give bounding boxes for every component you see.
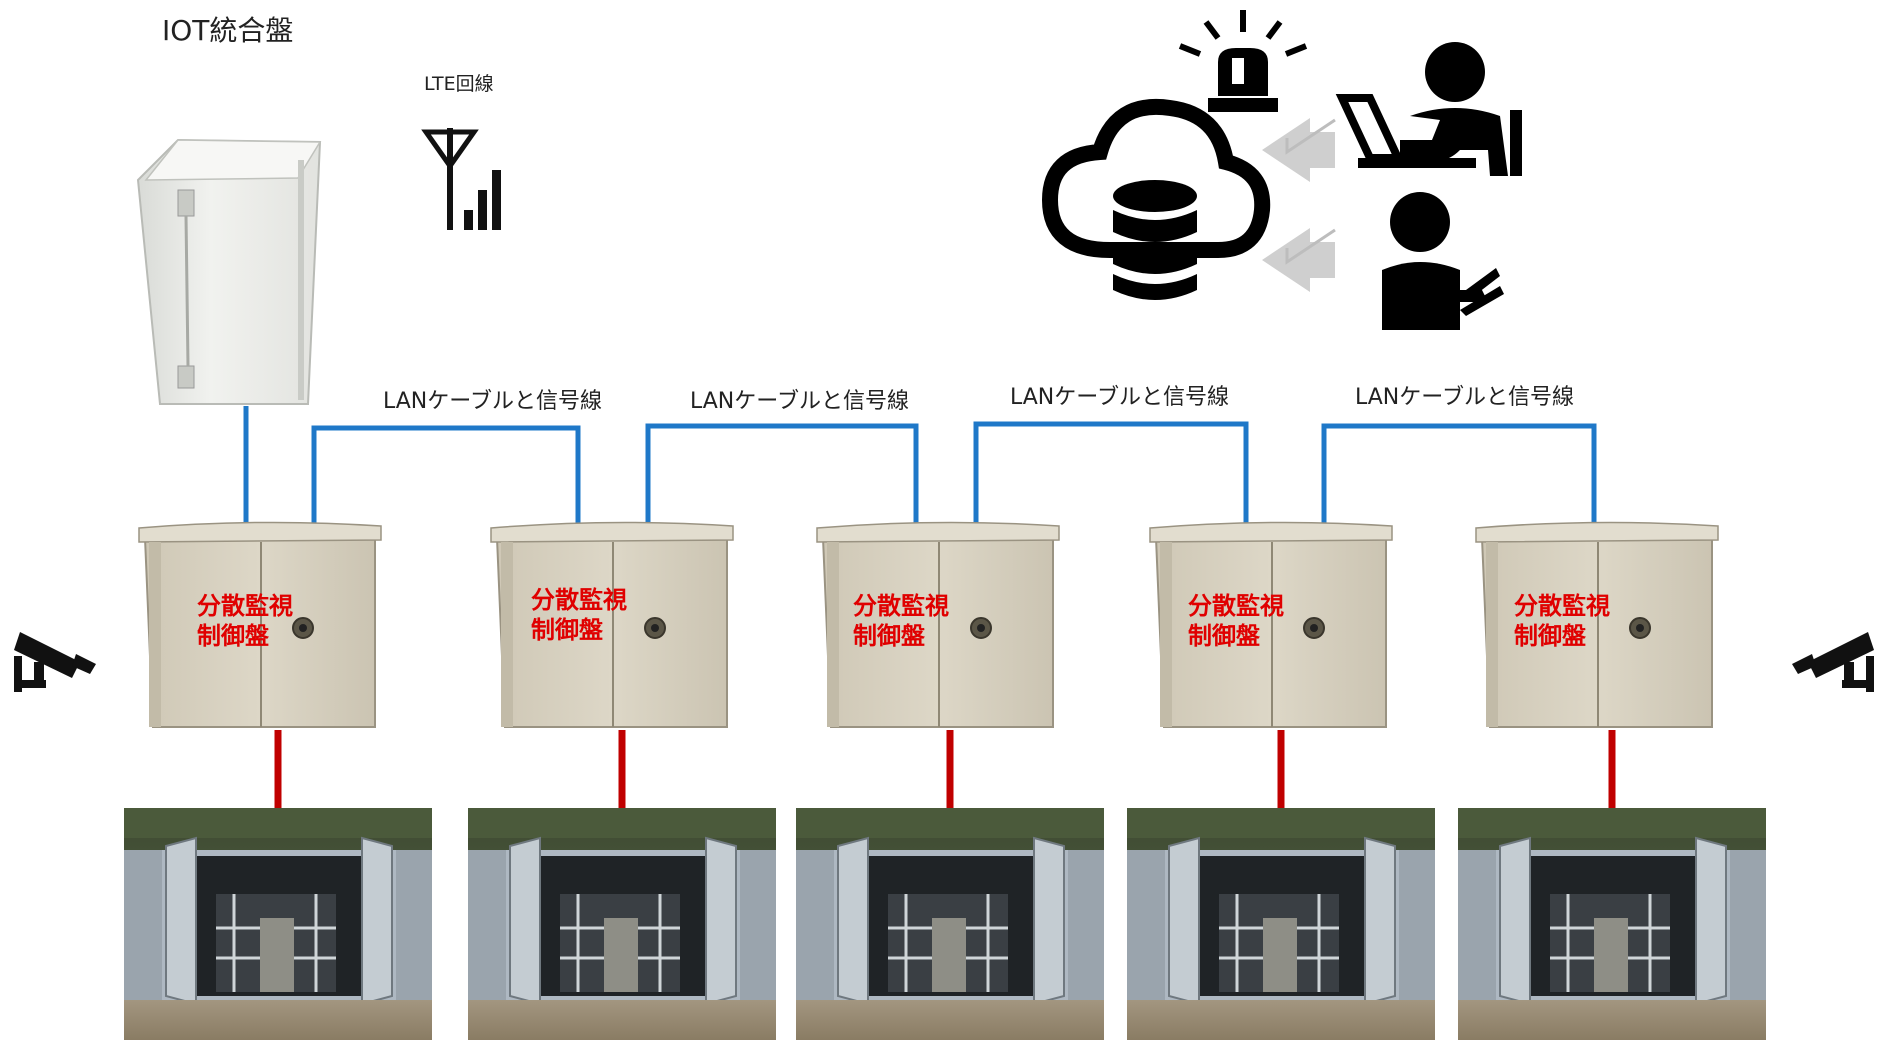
panel-label-line2: 制御盤: [853, 622, 926, 650]
control-panel: 分散監視 制御盤: [490, 521, 734, 728]
panel-label-line2: 制御盤: [531, 616, 604, 644]
panel-label-line1: 分散監視: [1188, 592, 1284, 620]
panel-label-line2: 制御盤: [1514, 622, 1587, 650]
container-photo: [1125, 806, 1437, 1040]
security-camera-icon: [1792, 632, 1874, 692]
tablet-user-icon: [1382, 192, 1504, 330]
alarm-light-icon: [1178, 10, 1308, 112]
panel-label-line1: 分散監視: [531, 586, 627, 614]
container-photo: [1456, 806, 1768, 1040]
container-photo: [794, 806, 1106, 1040]
panel-label-line1: 分散監視: [853, 592, 949, 620]
lan-label-3: LANケーブルと信号線: [1010, 385, 1229, 410]
control-panel: 分散監視 制御盤: [1475, 521, 1719, 728]
iot-integrated-box: [136, 138, 322, 405]
container-photo: [122, 806, 434, 1040]
lan-label-1: LANケーブルと信号線: [383, 389, 602, 414]
lan-cable-lines: [243, 406, 1597, 530]
lte-antenna-icon: [421, 128, 501, 230]
control-panel: 分散監視 制御盤: [138, 521, 382, 728]
lan-label-4: LANケーブルと信号線: [1355, 385, 1574, 410]
panel-label-line1: 分散監視: [197, 592, 293, 620]
panel-label-line2: 制御盤: [1188, 622, 1261, 650]
page-title: IOT統合盤: [162, 14, 293, 47]
cloud-database-icon: [1041, 99, 1271, 300]
lte-label: LTE回線: [424, 73, 494, 95]
lan-label-2: LANケーブルと信号線: [690, 389, 909, 414]
control-panel: 分散監視 制御盤: [1149, 521, 1393, 728]
security-camera-icon: [14, 632, 96, 692]
laptop-user-icon: [1335, 42, 1522, 176]
panel-label-line1: 分散監視: [1514, 592, 1610, 620]
panel-label-line2: 制御盤: [197, 622, 270, 650]
signal-lines: [274, 730, 1616, 808]
container-photo: [466, 806, 778, 1040]
control-panel: 分散監視 制御盤: [816, 521, 1060, 728]
data-exchange-arrows-icon: [1262, 118, 1336, 292]
